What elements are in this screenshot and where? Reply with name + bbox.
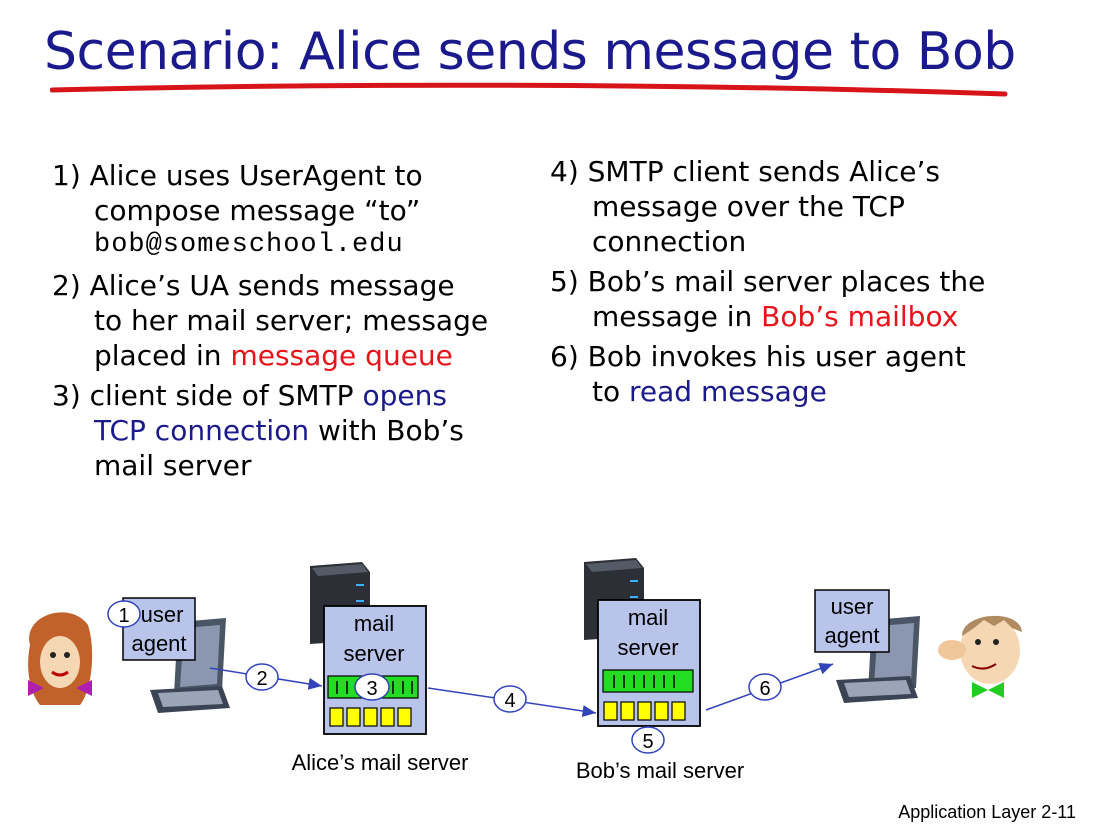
- step-3: 3) client side of SMTP opens TCP connect…: [52, 378, 532, 483]
- step-5: 5) Bob’s mail server places the message …: [550, 264, 1070, 334]
- step-4-line-1: SMTP client sends Alice’s: [587, 155, 940, 188]
- bob-mail-server-box: mail server: [597, 599, 701, 727]
- step-circle-4: 4: [493, 685, 527, 713]
- step-4-number: 4): [550, 155, 579, 188]
- bob-server-label-1: mail: [628, 605, 668, 630]
- step-circle-6: 6: [748, 673, 782, 701]
- right-steps: 4) SMTP client sends Alice’s message ove…: [550, 154, 1070, 414]
- step-5-line-2: message in: [592, 300, 762, 333]
- step-3-line-2-rest: with Bob’s: [309, 414, 464, 447]
- step-3-number: 3): [52, 379, 81, 412]
- tcp-connection-highlight: TCP connection: [94, 414, 310, 447]
- step-circle-4-label: 4: [504, 690, 515, 712]
- step-2-line-2: to her mail server; message: [94, 304, 489, 337]
- alice-mailbox-slots: [329, 707, 412, 727]
- opens-highlight: opens: [362, 379, 447, 412]
- bob-server-caption: Bob’s mail server: [576, 758, 744, 783]
- alice-mail-server-box: mail server: [323, 605, 427, 735]
- step-2-number: 2): [52, 269, 81, 302]
- step-1-line-2: compose message “to”: [94, 194, 421, 227]
- step-2-line-3: placed in: [94, 339, 231, 372]
- alice-server-caption: Alice’s mail server: [292, 750, 469, 775]
- step-6-number: 6): [550, 340, 579, 373]
- bob-ua-label-2: agent: [824, 623, 879, 648]
- step-1-number: 1): [52, 159, 81, 192]
- alice-computer: [150, 618, 230, 713]
- step-1-line-1: Alice uses UserAgent to: [89, 159, 423, 192]
- step-6: 6) Bob invokes his user agent to read me…: [550, 339, 1070, 409]
- step-2-line-1: Alice’s UA sends message: [89, 269, 455, 302]
- step-4-line-2: message over the TCP: [592, 190, 905, 223]
- alice-server-label-1: mail: [354, 611, 394, 636]
- alice-ua-label-2: agent: [131, 631, 186, 656]
- step-circle-6-label: 6: [759, 678, 770, 700]
- step-circle-2: 2: [245, 663, 279, 691]
- step-3-line-1: client side of SMTP: [89, 379, 363, 412]
- step-circle-5-label: 5: [642, 731, 653, 753]
- bob-server-label-2: server: [617, 635, 678, 660]
- left-steps: 1) Alice uses UserAgent to compose messa…: [52, 158, 532, 488]
- step-circle-5: 5: [631, 726, 665, 754]
- step-circle-1-label: 1: [118, 605, 129, 627]
- bob-mailbox-slots: [603, 701, 686, 721]
- alice-ua-label-1: user: [141, 602, 184, 627]
- slide-footer: Application Layer 2-11: [898, 802, 1076, 822]
- step-2: 2) Alice’s UA sends message to her mail …: [52, 268, 532, 373]
- read-message-highlight: read message: [629, 375, 827, 408]
- bobs-mailbox-highlight: Bob’s mailbox: [761, 300, 959, 333]
- step-circle-2-label: 2: [256, 668, 267, 690]
- step-circle-3-label: 3: [366, 678, 377, 700]
- step-6-line-1: Bob invokes his user agent: [587, 340, 966, 373]
- message-queue-highlight: message queue: [230, 339, 453, 372]
- slide-title: Scenario: Alice sends message to Bob: [44, 22, 1016, 82]
- step-circle-3: 3: [354, 673, 390, 701]
- bob-user-agent-box: user agent: [814, 589, 890, 653]
- step-4-line-3: connection: [592, 225, 747, 258]
- alice-server-label-2: server: [343, 641, 404, 666]
- step-6-line-2: to: [592, 375, 630, 408]
- step-circle-1: 1: [107, 600, 141, 628]
- alice-figure: [28, 612, 93, 705]
- step-1: 1) Alice uses UserAgent to compose messa…: [52, 158, 532, 263]
- step-4: 4) SMTP client sends Alice’s message ove…: [550, 154, 1070, 259]
- bob-ua-label-1: user: [831, 594, 874, 619]
- title-underline: [50, 82, 1008, 97]
- bob-message-queue: [602, 669, 694, 693]
- step-5-number: 5): [550, 265, 579, 298]
- step-1-email: bob@someschool.edu: [94, 230, 404, 260]
- step-5-line-1: Bob’s mail server places the: [587, 265, 986, 298]
- bob-figure: [938, 615, 1022, 698]
- step-3-line-3: mail server: [94, 449, 252, 482]
